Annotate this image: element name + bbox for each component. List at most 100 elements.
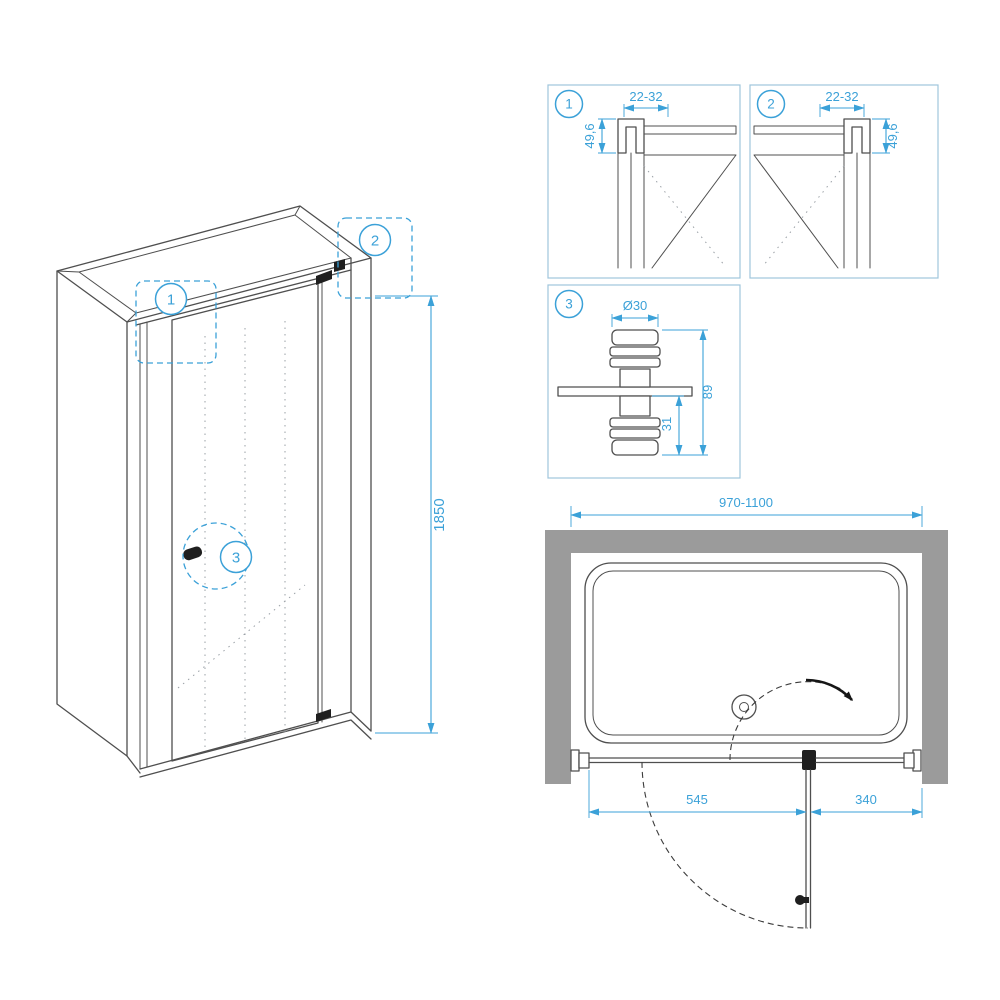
detail-1-range-extensions (623, 104, 669, 117)
detail-1-callout-number: 1 (565, 97, 573, 112)
detail-2-range-label: 22-32 (825, 89, 858, 104)
detail-2-glass-edge (753, 154, 845, 269)
knob-top-ring-1 (609, 346, 661, 357)
callout-2: 2 (337, 217, 413, 299)
shower-tray-inner (592, 570, 900, 736)
bottom-rail (126, 711, 372, 778)
detail-3-diameter-extensions (611, 314, 659, 327)
detail-2-depth-label: 49,6 (885, 123, 900, 148)
detail-3-total-height-dimension: 89 (662, 329, 715, 456)
callout-3: 3 (182, 522, 253, 590)
detail-3-knob-bottom (609, 395, 661, 456)
detail-2-range-extensions (819, 104, 865, 117)
top-rim-corner-edges (56, 205, 301, 323)
detail-3-glass-bar (557, 386, 693, 397)
width-dimension-label: 970-1100 (719, 495, 773, 510)
detail-2-border (749, 84, 939, 279)
wall-right (922, 530, 948, 784)
fixed-width-dimension: 340 (810, 792, 923, 816)
detail-1-profile-extrusion (617, 152, 645, 269)
callout-1-number: 1 (167, 292, 175, 309)
knob-bottom-cap (611, 439, 659, 456)
detail-1-profile-section (617, 118, 645, 154)
wall-top (545, 530, 948, 553)
left-wall (56, 270, 128, 757)
detail-3-callout-circle (554, 289, 584, 319)
detail-2-glass-dots (762, 165, 845, 267)
wall-left (545, 530, 571, 784)
fixed-width-label: 340 (855, 792, 877, 807)
door-width-label: 545 (686, 792, 708, 807)
detail-3-knob-label: 31 (659, 417, 674, 431)
detail-3-diameter-dimension: Ø30 (611, 298, 659, 327)
detail-1-depth-extensions (598, 118, 616, 154)
detail-1-depth-dimension: 49,6 (582, 118, 616, 154)
drain-center (739, 702, 749, 712)
detail-1-callout-circle (554, 89, 584, 119)
left-profile-inner (578, 752, 590, 769)
knob-bottom-ring-1 (609, 417, 661, 428)
pivot-hinge-plan (802, 750, 816, 770)
callout-2-number: 2 (371, 233, 379, 250)
height-dimension-label: 1850 (431, 498, 448, 531)
detail-1-top-rail (643, 125, 737, 135)
callout-2-circle (358, 223, 392, 257)
door-swing-arc-outer (641, 761, 809, 929)
callout-1-dashed-box (135, 280, 217, 364)
width-dimension: 970-1100 (570, 495, 923, 527)
knob-top-ring-2 (609, 357, 661, 368)
plan-view: 970-1100 545 340 (545, 495, 948, 929)
left-profile-outer (570, 749, 580, 772)
detail-3-total-label: 89 (700, 385, 715, 399)
callout-3-circle (219, 540, 253, 574)
detail-2-profile-section (843, 118, 871, 154)
detail-2-callout-circle (756, 89, 786, 119)
knob-bottom-ring-2 (609, 428, 661, 439)
height-extension-lines (375, 295, 438, 734)
handle-stem-plan (804, 897, 809, 903)
callout-1: 1 (135, 280, 217, 364)
door-swing-arc-inner (729, 681, 842, 761)
callout-1-circle (154, 282, 188, 316)
detail-1-glass-dots (643, 165, 726, 267)
detail-3-knob-height-dimension: 31 (652, 395, 684, 456)
detail-view-2: 2 22-32 49,6 (749, 84, 939, 279)
detail-2-callout-number: 2 (767, 97, 775, 112)
knob-top-neck (619, 368, 651, 388)
pivot-hinge-hardware (316, 259, 345, 722)
detail-2-profile-extrusion (843, 152, 871, 269)
detail-1-border (547, 84, 741, 279)
detail-3-knob-top (609, 329, 661, 388)
door-glass-outline (171, 282, 319, 762)
shower-tray-outer (584, 562, 908, 744)
right-profile-inner (903, 752, 915, 769)
detail-view-3: 3 Ø30 89 31 (547, 284, 741, 479)
top-pivot-block (316, 270, 332, 285)
wall-profile-left-plan (570, 749, 590, 772)
knob-bottom-neck (619, 395, 651, 417)
inward-swing-arrow (805, 678, 854, 702)
callout-3-number: 3 (232, 550, 240, 567)
isometric-view: 1850 1 2 3 (56, 205, 448, 778)
wall-profile-right-plan (903, 749, 922, 772)
detail-3-border (547, 284, 741, 479)
detail-1-depth-label: 49,6 (582, 123, 597, 148)
door-closed-glass (588, 757, 803, 764)
bottom-pivot-block (316, 709, 331, 722)
detail-2-top-rail (753, 125, 845, 135)
callout-2-dashed-box (337, 217, 413, 299)
knob-top-cap (611, 329, 659, 346)
height-dimension: 1850 (375, 295, 448, 734)
right-post (350, 257, 372, 732)
door-handle-knob (183, 546, 203, 561)
frame-top-rail (135, 269, 352, 326)
detail-1-range-dimension: 22-32 (623, 89, 669, 117)
handle-knob-plan (795, 895, 805, 905)
left-wall-profile (139, 321, 148, 770)
drain-circle (731, 694, 757, 720)
detail-3-diameter-label: Ø30 (623, 298, 648, 313)
fixed-panel-glass (815, 757, 914, 764)
detail-2-depth-dimension: 49,6 (872, 118, 900, 154)
detail-2-range-dimension: 22-32 (819, 89, 865, 117)
